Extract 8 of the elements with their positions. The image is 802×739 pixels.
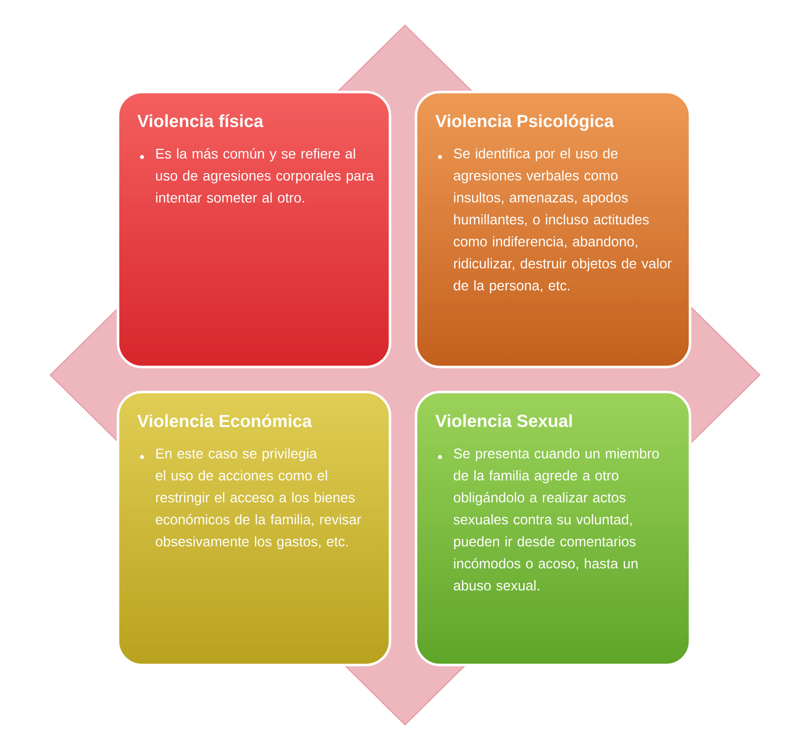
card-text: Se identifica por el uso de agresiones verbales como insultos, amenazas, apodos humillantes, o incluso actitudes como indiferencia, abandono, ridiculizar, destruir objetos de valor de la persona, etc. <box>454 148 672 294</box>
card-text: En este caso se privilegia el uso de acciones como el restringir el acceso a los bienes económicos de la familia, revisar obsesivamente los gastos, etc. <box>156 448 362 550</box>
card-title: Violencia Sexual <box>435 414 572 428</box>
card-title: Violencia Económica <box>137 414 312 428</box>
card-title: Violencia Psicológica <box>435 114 614 131</box>
card-text: Es la más común y se refiere al uso de agresiones corporales para intentar someter al otro. <box>156 148 374 203</box>
card-title: Violencia física <box>137 114 264 128</box>
card-text: Se presenta cuando un miembro de la familia agrede a otro obligándolo a realizar actos sexuales contra su voluntad, pueden ir desde comentarios incómodos o acoso, hasta un abuso sexual. <box>454 448 659 590</box>
